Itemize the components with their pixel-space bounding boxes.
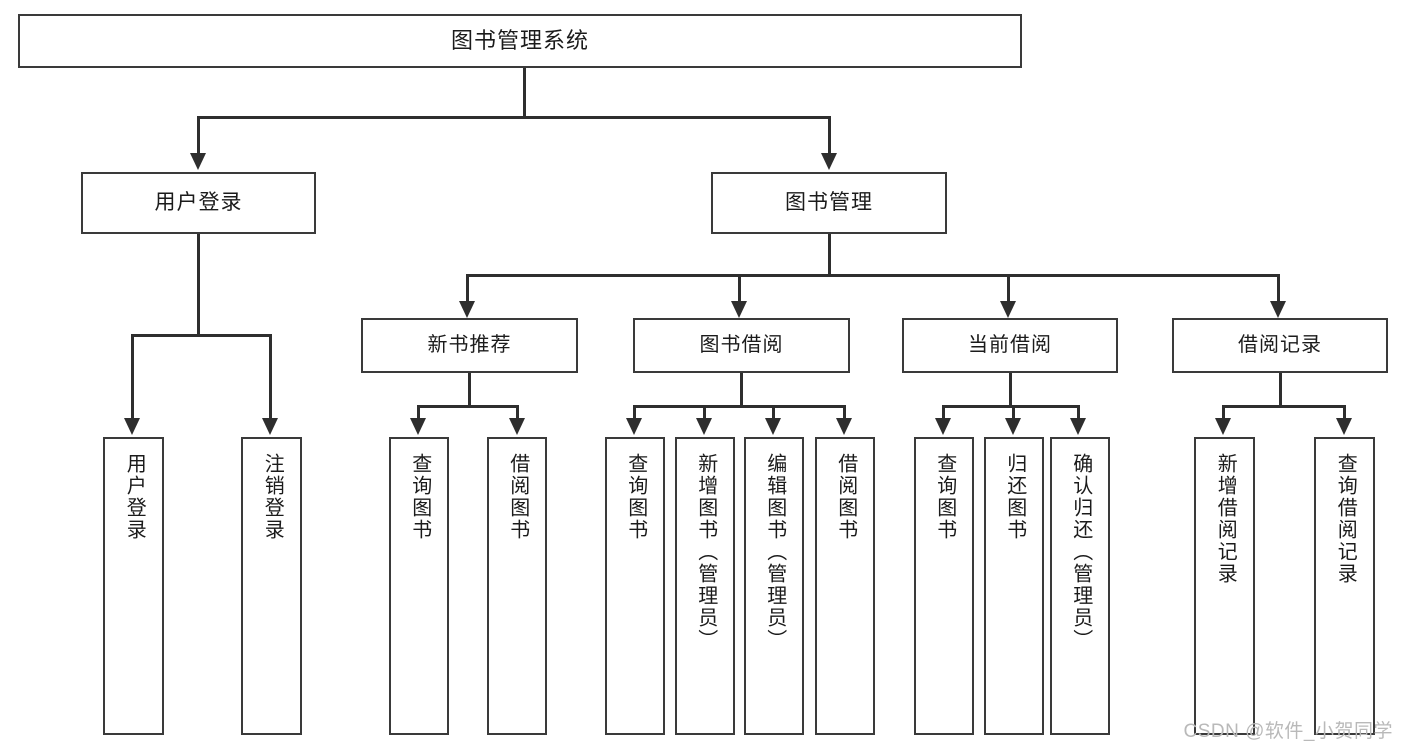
node-label: 新书推荐 [427, 334, 512, 356]
node-label: 借阅图书 [834, 453, 857, 541]
arrowhead-user-login-child-2 [262, 418, 278, 435]
leaf-user-login-logout[interactable]: 注销登录 [241, 437, 302, 735]
connector-new-book-child-2 [516, 405, 519, 420]
node-label: 查询图书 [408, 453, 431, 541]
connector-book-manage-child-4 [1277, 274, 1280, 303]
connector-book-manage-child-3 [1007, 274, 1010, 303]
connector-user-login-stem [197, 234, 200, 335]
leaf-current-borrow-confirm[interactable]: 确认归还（管理员） [1050, 437, 1110, 735]
connector-new-book-bar [417, 405, 519, 408]
node-label: 查询图书 [933, 453, 956, 541]
node-label: 新增图书（管理员） [694, 453, 717, 651]
node-borrow-record[interactable]: 借阅记录 [1172, 318, 1388, 373]
arrowhead-book-borrow [731, 301, 747, 318]
node-label: 查询借阅记录 [1334, 453, 1357, 585]
leaf-current-borrow-return[interactable]: 归还图书 [984, 437, 1044, 735]
arrowhead-to-user-login [190, 153, 206, 170]
connector-current-borrow-child-1 [942, 405, 945, 420]
node-label: 用户登录 [123, 453, 146, 541]
connector-book-borrow-child-2 [703, 405, 706, 420]
node-label: 查询图书 [624, 453, 647, 541]
node-label: 新增借阅记录 [1214, 453, 1237, 585]
connector-user-login-child-1 [131, 334, 134, 420]
connector-root-to-book-manage [828, 116, 831, 155]
arrowhead-current-borrow-child-1 [935, 418, 951, 435]
node-label: 当前借阅 [968, 334, 1052, 356]
connector-book-manage-bar [466, 274, 1280, 277]
connector-book-manage-stem [828, 234, 831, 275]
connector-new-book-stem [468, 373, 471, 406]
connector-current-borrow-child-2 [1012, 405, 1015, 420]
node-label: 图书借阅 [699, 334, 784, 356]
connector-borrow-record-bar [1222, 405, 1346, 408]
leaf-borrow-record-query[interactable]: 查询借阅记录 [1314, 437, 1375, 735]
leaf-user-login-login[interactable]: 用户登录 [103, 437, 164, 735]
leaf-book-borrow-borrow[interactable]: 借阅图书 [815, 437, 875, 735]
node-root-system[interactable]: 图书管理系统 [18, 14, 1022, 68]
connector-root-bar [197, 116, 830, 119]
connector-new-book-child-1 [417, 405, 420, 420]
arrowhead-new-book-child-1 [410, 418, 426, 435]
node-label: 编辑图书（管理员） [763, 453, 786, 651]
arrowhead-new-book [459, 301, 475, 318]
connector-book-borrow-child-4 [843, 405, 846, 420]
node-label: 借阅记录 [1238, 334, 1322, 356]
connector-user-login-bar [131, 334, 269, 337]
leaf-current-borrow-query[interactable]: 查询图书 [914, 437, 974, 735]
node-new-book-recommend[interactable]: 新书推荐 [361, 318, 578, 373]
leaf-new-book-query[interactable]: 查询图书 [389, 437, 449, 735]
leaf-book-borrow-add[interactable]: 新增图书（管理员） [675, 437, 735, 735]
arrowhead-book-borrow-child-4 [836, 418, 852, 435]
connector-user-login-child-2 [269, 334, 272, 420]
connector-book-borrow-child-3 [772, 405, 775, 420]
connector-current-borrow-child-3 [1077, 405, 1080, 420]
node-label: 确认归还（管理员） [1069, 453, 1092, 651]
leaf-new-book-borrow[interactable]: 借阅图书 [487, 437, 547, 735]
node-user-login[interactable]: 用户登录 [81, 172, 316, 234]
node-book-borrow[interactable]: 图书借阅 [633, 318, 850, 373]
node-label: 图书管理系统 [450, 28, 589, 54]
connector-book-borrow-bar [633, 405, 846, 408]
arrowhead-to-book-manage [821, 153, 837, 170]
arrowhead-book-borrow-child-2 [696, 418, 712, 435]
node-label: 图书管理 [785, 190, 873, 214]
connector-borrow-record-stem [1279, 373, 1282, 406]
connector-book-borrow-stem [740, 373, 743, 406]
connector-root-stem [523, 68, 526, 117]
node-current-borrow[interactable]: 当前借阅 [902, 318, 1118, 373]
arrowhead-current-borrow-child-3 [1070, 418, 1086, 435]
connector-book-manage-child-2 [738, 274, 741, 303]
arrowhead-current-borrow [1000, 301, 1016, 318]
connector-book-manage-child-1 [466, 274, 469, 303]
leaf-book-borrow-edit[interactable]: 编辑图书（管理员） [744, 437, 804, 735]
arrowhead-borrow-record-child-1 [1215, 418, 1231, 435]
node-label: 用户登录 [154, 190, 243, 214]
connector-borrow-record-child-1 [1222, 405, 1225, 420]
node-label: 借阅图书 [506, 453, 529, 541]
arrowhead-user-login-child-1 [124, 418, 140, 435]
connector-book-borrow-child-1 [633, 405, 636, 420]
arrowhead-book-borrow-child-3 [765, 418, 781, 435]
connector-root-to-user-login [197, 116, 200, 155]
watermark-text: CSDN @软件_小贺同学 [1183, 721, 1393, 742]
leaf-book-borrow-query[interactable]: 查询图书 [605, 437, 665, 735]
arrowhead-book-borrow-child-1 [626, 418, 642, 435]
arrowhead-new-book-child-2 [509, 418, 525, 435]
arrowhead-current-borrow-child-2 [1005, 418, 1021, 435]
node-book-management[interactable]: 图书管理 [711, 172, 947, 234]
node-label: 归还图书 [1003, 453, 1026, 541]
node-label: 注销登录 [261, 453, 284, 541]
connector-borrow-record-child-2 [1343, 405, 1346, 420]
connector-current-borrow-stem [1009, 373, 1012, 406]
leaf-borrow-record-add[interactable]: 新增借阅记录 [1194, 437, 1255, 735]
connector-current-borrow-bar [942, 405, 1079, 408]
arrowhead-borrow-record-child-2 [1336, 418, 1352, 435]
arrowhead-borrow-record [1270, 301, 1286, 318]
